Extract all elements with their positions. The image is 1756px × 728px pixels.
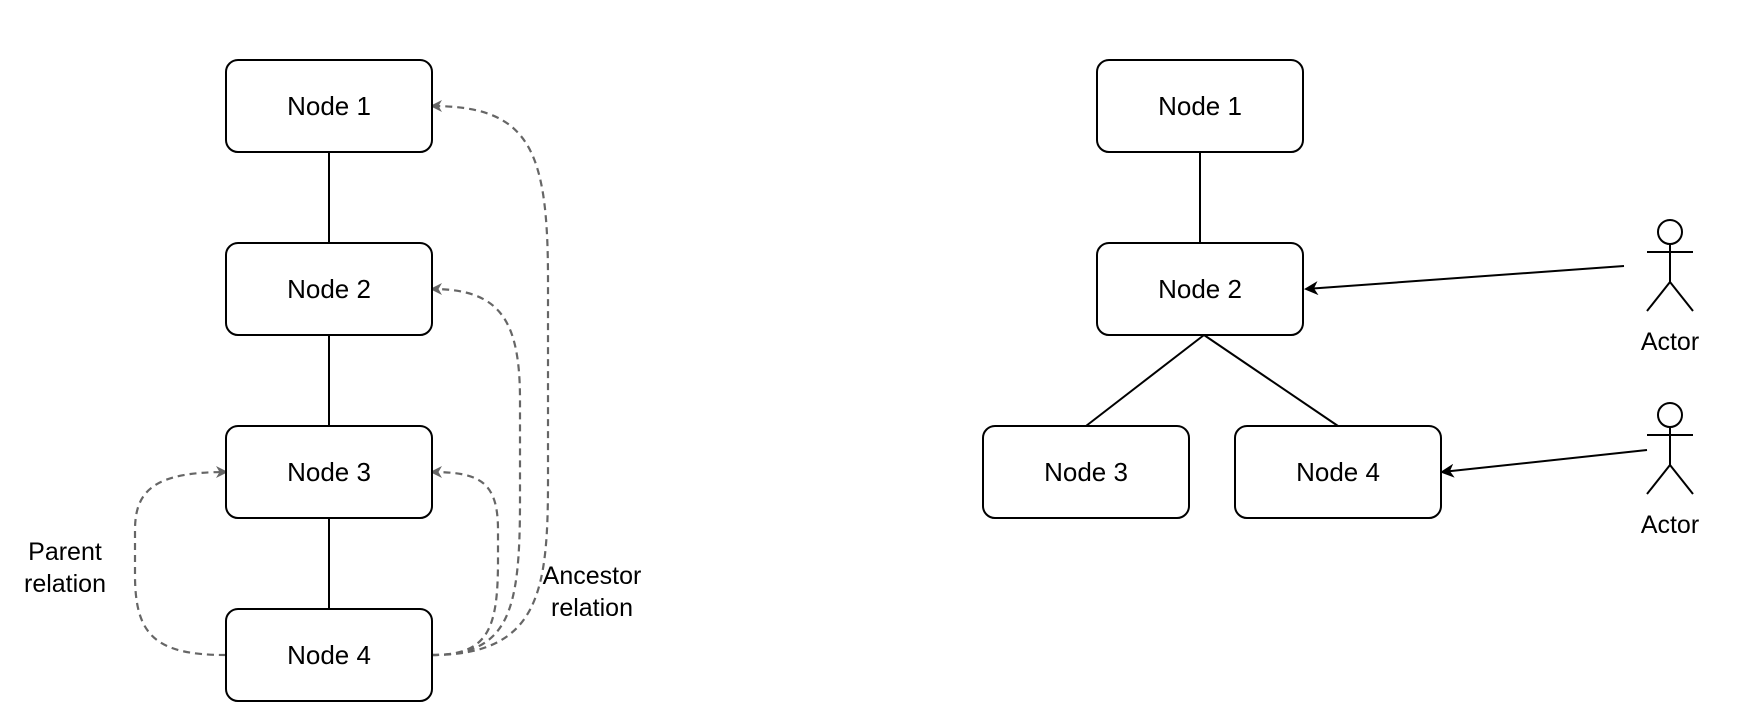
right-node-3-label: Node 3 [1044,457,1128,487]
edge-rnode2-rnode4 [1203,334,1339,427]
parent-relation-label-line1: Parent [28,538,102,566]
right-node-1: Node 1 [1096,59,1304,153]
ancestor-relation-label: Ancestor relation [543,562,642,622]
right-node-4: Node 4 [1234,425,1442,519]
parent-relation-label-line2: relation [24,570,106,598]
right-node-2-label: Node 2 [1158,274,1242,304]
left-node-1: Node 1 [225,59,433,153]
left-node-3-label: Node 3 [287,457,371,487]
right-node-3: Node 3 [982,425,1190,519]
actor1-to-node2-arrow [1304,265,1625,296]
parent-relation-label: Parent relation [24,538,106,598]
left-node-3: Node 3 [225,425,433,519]
right-diagram: Node 1 Node 2 Node 3 Node 4 Actor [982,59,1699,539]
right-node-1-label: Node 1 [1158,91,1242,121]
edge-rnode2-rnode3 [1085,334,1205,427]
actor-2: Actor [1641,402,1699,539]
ancestor-arrow-node2 [430,283,522,657]
left-node-4-label: Node 4 [287,640,371,670]
actor-2-label: Actor [1641,511,1699,539]
parent-relation-arrow [133,466,228,657]
left-node-2: Node 2 [225,242,433,336]
ancestor-relation-label-line1: Ancestor [543,562,642,590]
actor-2-figure-icon [1646,402,1694,495]
left-node-4: Node 4 [225,608,433,702]
ancestor-arrow-node1 [430,100,550,657]
left-diagram: Node 1 Node 2 Node 3 Node 4 Parent relat… [24,59,642,702]
right-node-2: Node 2 [1096,242,1304,336]
actor-1-figure-icon [1646,219,1694,312]
ancestor-arrow-node3 [430,466,500,657]
right-node-4-label: Node 4 [1296,457,1380,487]
actor2-to-node4-arrow [1440,449,1648,478]
left-node-1-label: Node 1 [287,91,371,121]
actor-1-label: Actor [1641,328,1699,356]
actor-1: Actor [1641,219,1699,356]
ancestor-relation-label-line2: relation [551,594,633,622]
left-node-2-label: Node 2 [287,274,371,304]
